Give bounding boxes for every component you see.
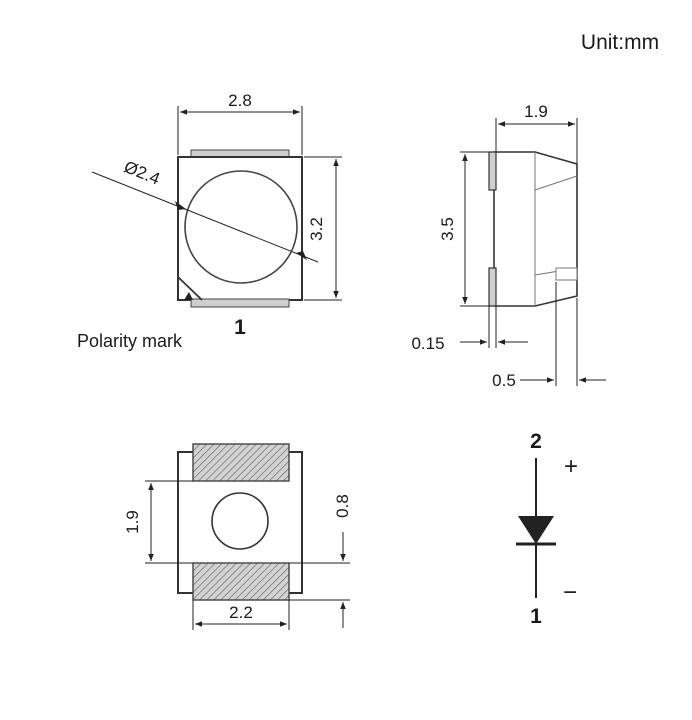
diameter-line <box>91 171 319 263</box>
height-label: 3.2 <box>307 217 326 241</box>
minus-sign: − <box>563 579 577 606</box>
side-notch <box>555 267 578 281</box>
cathode-pin-label: 1 <box>530 605 542 628</box>
pad-width-label: 2.2 <box>229 603 253 622</box>
side-width-label: 1.9 <box>524 102 548 121</box>
diameter-label: Ø2.4 <box>121 157 162 188</box>
anode-pin-label: 2 <box>530 430 542 453</box>
plus-sign: + <box>564 453 578 480</box>
side-lead-top <box>488 151 497 191</box>
side-height-label: 3.5 <box>438 217 457 241</box>
lead-thickness-label: 0.15 <box>411 334 444 353</box>
diameter-arrow-left <box>175 201 186 210</box>
thermal-circle <box>211 492 269 550</box>
pad-spacing-label: 1.9 <box>123 510 142 534</box>
pad-bottom <box>192 562 290 601</box>
pad-height-label: 0.8 <box>333 494 352 518</box>
side-lens-top <box>534 175 578 191</box>
unit-label: Unit:mm <box>581 31 659 54</box>
pad-top <box>192 443 290 482</box>
bottom-view: 1.9 0.8 2.2 <box>123 443 352 630</box>
width-label: 2.8 <box>228 91 252 110</box>
polarity-label: Polarity mark <box>77 331 183 351</box>
diameter-arrow-right <box>296 251 307 260</box>
offset-label: 0.5 <box>492 371 516 390</box>
side-view: 1.9 3.5 0.15 0.5 <box>411 102 606 390</box>
polarity-corner <box>177 276 203 301</box>
pin-1-label: 1 <box>234 316 246 339</box>
lens-circle <box>184 170 298 284</box>
bottom-lead <box>190 298 290 308</box>
diode-triangle <box>518 516 554 544</box>
top-view: 2.8 Ø2.4 3.2 Polarity mark 1 <box>77 91 342 351</box>
side-lead-bottom <box>488 267 497 307</box>
diode-symbol: 2 1 + − <box>516 430 578 628</box>
polarity-arrow <box>184 292 193 300</box>
